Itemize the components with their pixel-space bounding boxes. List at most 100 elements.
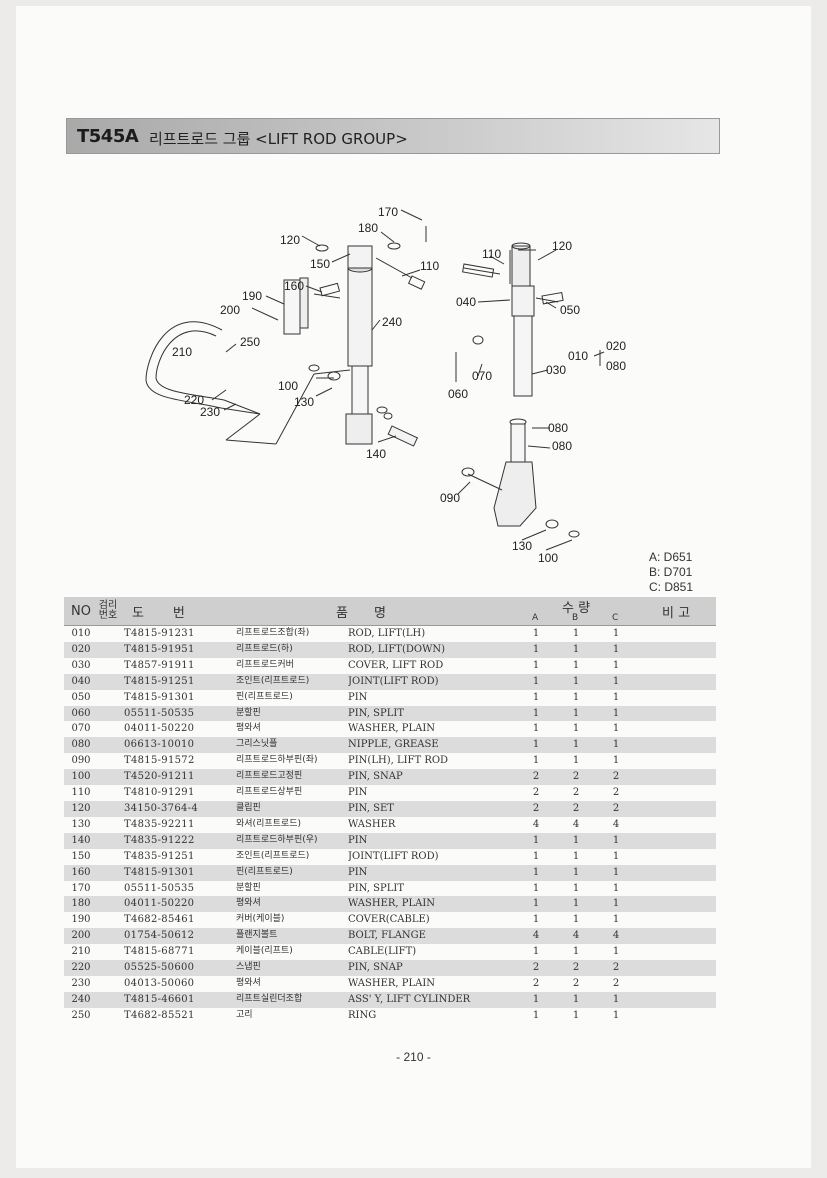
qty-b: 4 (556, 928, 596, 945)
qty-c: 2 (596, 960, 637, 976)
callout-label: 250 (240, 335, 260, 349)
qty-a: 1 (532, 850, 540, 862)
part-name-english: PIN, SNAP (348, 769, 516, 786)
part-ref-no: 060 (64, 705, 98, 722)
part-ref-no: 090 (71, 755, 91, 767)
part-number: T4857-91911 (124, 659, 195, 671)
remark-cell (636, 737, 717, 754)
part-ref-no: 080 (64, 737, 98, 754)
qty-b: 1 (572, 850, 580, 862)
blank-cell (98, 800, 118, 817)
qty-a: 1 (516, 896, 556, 913)
part-name-korean: 리프트로드(하) (236, 641, 348, 658)
blank-cell (98, 626, 118, 642)
blank-cell (98, 991, 118, 1008)
callout-label: 100 (538, 551, 558, 565)
header-qty: 수 량 A B C (516, 597, 637, 626)
qty-a: 1 (516, 991, 556, 1008)
part-name-english: COVER, LIFT ROD (348, 659, 444, 671)
part-name-korean: 플랜지볼트 (236, 928, 348, 945)
part-name-korean: 스냅핀 (236, 960, 348, 976)
part-number: T4682-85461 (124, 914, 195, 926)
part-ref-no: 190 (71, 914, 91, 926)
callout-label: 020 (606, 339, 626, 353)
part-name-english: JOINT(LIFT ROD) (348, 850, 439, 862)
qty-b: 2 (572, 787, 580, 799)
qty-b: 2 (556, 800, 596, 817)
part-name-korean: 리프트로드고정핀 (236, 769, 348, 786)
part-name-korean: 핀(리프트로드) (236, 691, 293, 702)
legend-item: B: D701 (649, 565, 693, 579)
remark-cell (636, 896, 717, 913)
callout-label: 120 (280, 233, 300, 247)
qty-a: 1 (516, 673, 556, 690)
part-name-korean: 리프트로드상부핀 (236, 787, 303, 798)
qty-c: 4 (612, 818, 620, 830)
qty-b: 1 (556, 991, 596, 1008)
callout-label: 210 (172, 345, 192, 359)
qty-c: 2 (612, 977, 620, 989)
part-number: 04011-50220 (118, 896, 236, 913)
qty-a: 2 (532, 787, 540, 799)
part-name-english: WASHER, PLAIN (348, 977, 436, 989)
part-ref-no: 140 (64, 832, 98, 849)
qty-b: 2 (572, 977, 580, 989)
part-name-english: PIN (348, 691, 368, 703)
callout-label: 070 (472, 369, 492, 383)
blank-cell (98, 849, 118, 865)
callout-label: 080 (606, 359, 626, 373)
qty-a: 2 (532, 977, 540, 989)
part-name-korean: 조인트(리프트로드) (236, 673, 348, 690)
qty-c: 1 (612, 850, 620, 862)
part-number: T4815-91231 (124, 628, 195, 639)
callout-label: 190 (242, 289, 262, 303)
part-name-korean: 리프트로드커버 (236, 659, 294, 670)
part-name-english: PIN(LH), LIFT ROD (348, 755, 449, 767)
legend-item: C: D851 (649, 580, 694, 594)
blank-cell (98, 721, 118, 737)
part-name-korean: 분할핀 (236, 705, 348, 722)
remark-cell (636, 641, 717, 658)
blank-cell (98, 705, 118, 722)
qty-c: 1 (612, 755, 620, 767)
qty-c: 1 (612, 659, 620, 671)
callout-label: 050 (560, 303, 580, 317)
remark-cell (636, 705, 717, 722)
part-number: T4835-91222 (118, 832, 236, 849)
part-ref-no: 110 (71, 787, 91, 799)
blank-cell (98, 658, 118, 674)
group-title: 리프트로드 그룹 <LIFT ROD GROUP> (149, 130, 408, 148)
part-number: T4815-46601 (118, 991, 236, 1008)
part-name-korean: 케이블(리프트) (236, 946, 293, 957)
remark-cell (636, 960, 717, 976)
qty-b: 2 (556, 960, 596, 976)
qty-b: 2 (556, 769, 596, 786)
callout-label: 060 (448, 387, 468, 401)
part-name-korean: 평와셔 (236, 896, 348, 913)
qty-b: 1 (572, 723, 580, 735)
remark-cell (636, 944, 716, 960)
part-ref-no: 200 (64, 928, 98, 945)
callout-label: 170 (378, 205, 398, 219)
callout-label: 140 (366, 447, 386, 461)
group-code: T545A (77, 126, 139, 147)
blank-cell (98, 881, 118, 897)
qty-b: 1 (572, 691, 580, 703)
part-name-korean: 리프트로드하부핀(좌) (236, 755, 318, 766)
part-ref-no: 230 (71, 977, 91, 989)
part-ref-no: 020 (64, 641, 98, 658)
remark-cell (636, 912, 716, 928)
qty-b: 4 (572, 818, 580, 830)
part-name-korean: 리프트실린더조합 (236, 991, 348, 1008)
part-name-korean: 그리스닛플 (236, 737, 348, 754)
qty-b: 1 (556, 864, 596, 881)
remark-cell (636, 832, 717, 849)
remark-cell (636, 849, 716, 865)
part-name-english: PIN (348, 787, 368, 799)
